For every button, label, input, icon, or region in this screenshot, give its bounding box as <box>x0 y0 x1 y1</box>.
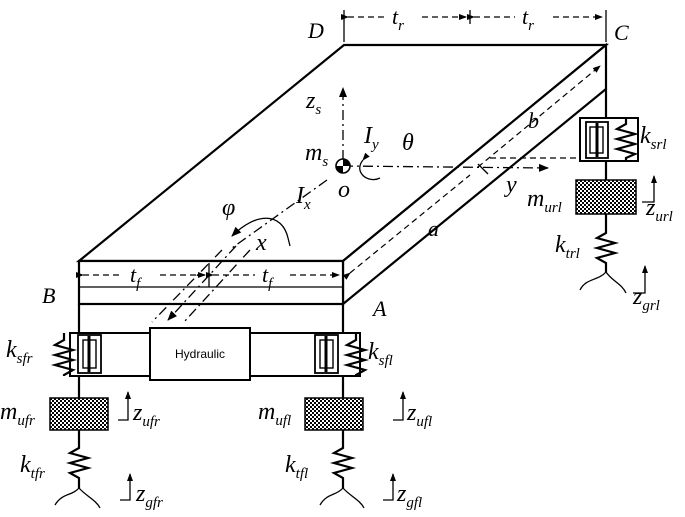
Iy-label: Iy <box>363 123 379 153</box>
corner-label-b: B <box>42 283 55 308</box>
ktfl-label: ktfl <box>285 452 308 482</box>
rear-left-road <box>579 270 627 294</box>
zgfr-label: zgfr <box>135 481 163 511</box>
corner-label-a: A <box>371 296 387 321</box>
ktrl-label: ktrl <box>555 232 580 262</box>
phi-label: φ <box>222 195 235 221</box>
zurl-label: zurl <box>645 195 673 225</box>
dim-tr-right: tr <box>522 4 534 34</box>
mufr-label: mufr <box>0 399 35 429</box>
front-left-road <box>319 487 365 509</box>
ms-label: ms <box>305 140 328 170</box>
theta-label: θ <box>402 130 414 156</box>
front-right-tire-spring <box>65 430 93 488</box>
murl-label: murl <box>527 186 562 216</box>
rear-left-tire-spring <box>592 214 620 272</box>
wheelbase-dimension <box>342 65 601 280</box>
o-label: o <box>338 177 350 203</box>
x-label: x <box>255 230 267 256</box>
zufl-label: zufl <box>406 400 432 430</box>
rear-displacement-arrows <box>633 175 657 294</box>
front-right-road <box>54 487 101 509</box>
ksfl-label: ksfl <box>368 339 393 369</box>
Ix-label: Ix <box>295 183 311 213</box>
zufr-label: zufr <box>132 400 160 430</box>
front-displacement-arrows <box>118 391 406 501</box>
dim-tr-left: tr <box>392 4 404 34</box>
front-left-unsprung-mass <box>304 397 364 431</box>
ksrl-label: ksrl <box>640 123 667 153</box>
hydraulic-label: Hydraulic <box>175 347 225 361</box>
center-of-mass-symbol <box>335 158 351 174</box>
front-left-strut <box>314 333 370 376</box>
vehicle-body <box>75 42 610 307</box>
corner-label-c: C <box>614 20 629 45</box>
rear-left-strut <box>579 89 640 162</box>
body-front-face <box>77 259 345 306</box>
front-right-unsprung-mass <box>49 397 109 431</box>
phi-arrow-tail <box>287 237 291 247</box>
ktfr-label: ktfr <box>20 452 45 482</box>
pitch-arrow <box>359 152 381 181</box>
dim-a-label: a <box>428 216 439 241</box>
front-track-dimension <box>76 263 340 287</box>
zgfl-label: zgfl <box>396 481 422 511</box>
dim-tf-right: tf <box>262 262 274 292</box>
hydraulic-unit: Hydraulic <box>149 327 251 381</box>
dim-b-label: b <box>528 108 539 133</box>
front-right-strut <box>50 333 102 376</box>
rear-track-dimension <box>341 10 607 42</box>
dim-tf-left: tf <box>130 262 142 292</box>
coordinate-axes <box>151 87 588 323</box>
mufl-label: mufl <box>258 399 291 429</box>
zs-label: zs <box>305 88 321 118</box>
ksfr-label: ksfr <box>6 337 33 367</box>
roll-arrow <box>231 217 289 239</box>
front-left-tire-spring <box>329 430 357 488</box>
rear-left-unsprung-mass <box>575 179 637 215</box>
zgrl-label: zgrl <box>632 284 660 314</box>
corner-label-d: D <box>307 18 324 43</box>
y-label: y <box>504 172 517 198</box>
